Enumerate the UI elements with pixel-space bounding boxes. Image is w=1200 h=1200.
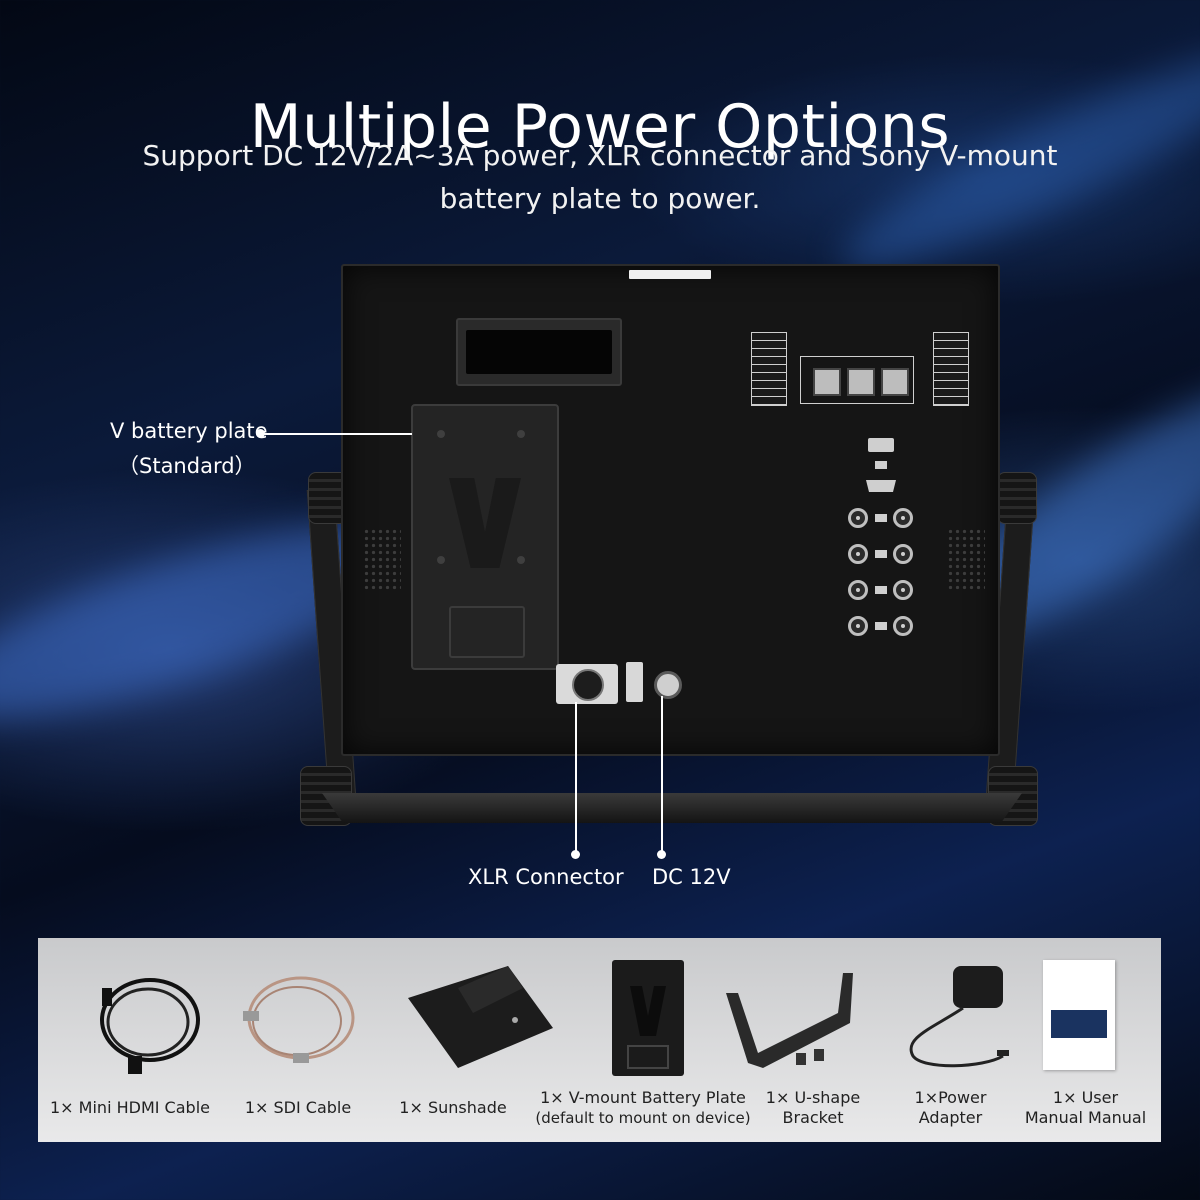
dc-in-label-plate xyxy=(626,662,643,702)
sdi-out-3-port[interactable] xyxy=(893,580,913,600)
dc-12v-jack[interactable] xyxy=(654,671,682,699)
v-mount-plate-icon xyxy=(612,960,684,1076)
usb-upgrade-port[interactable] xyxy=(868,438,894,452)
tilt-knob-right-top[interactable] xyxy=(997,472,1037,524)
sdi-cable-icon xyxy=(243,976,355,1063)
callout-line xyxy=(661,696,663,852)
callout-xlr-connector: XLR Connector xyxy=(468,865,624,889)
callout-dot xyxy=(256,429,265,438)
callout-dot xyxy=(571,850,580,859)
gpi-pin-table xyxy=(933,332,969,406)
accessory-caption-adapter: 1×Power Adapter xyxy=(914,1088,987,1127)
stand-base-bar xyxy=(322,793,1022,823)
v-lock-groove xyxy=(449,478,521,568)
accessory-caption-sunshade: 1× Sunshade xyxy=(399,1098,507,1117)
sdi-in-3-port[interactable] xyxy=(848,580,868,600)
user-manual-icon xyxy=(1043,960,1115,1070)
accessory-caption-vmount: 1× V-mount Battery Plate (default to mou… xyxy=(535,1088,751,1127)
sdi-in-4-port[interactable] xyxy=(848,616,868,636)
hdmi-in-port[interactable] xyxy=(866,480,896,492)
u-shape-bracket-icon xyxy=(726,973,853,1068)
rj45-port-group xyxy=(800,356,914,404)
rj45-gpi-port[interactable] xyxy=(881,368,909,396)
callout-v-battery-plate-note: （Standard） xyxy=(118,454,256,478)
accessory-caption-hdmi: 1× Mini HDMI Cable xyxy=(50,1098,210,1117)
monitor-back-panel xyxy=(341,264,1000,756)
power-adapter-icon xyxy=(909,966,1009,1068)
rs485-pin-table xyxy=(751,332,787,406)
sdi-out-2-port[interactable] xyxy=(893,544,913,564)
callout-dot xyxy=(657,850,666,859)
sunshade-icon xyxy=(408,966,553,1068)
hdmi-switch[interactable] xyxy=(875,461,887,469)
carry-handle[interactable] xyxy=(456,318,622,386)
v-mount-battery-plate xyxy=(411,404,559,670)
top-slot xyxy=(629,270,711,279)
mini-hdmi-cable-icon xyxy=(100,978,200,1074)
rj45-out-port[interactable] xyxy=(813,368,841,396)
accessories-panel: 1× Mini HDMI Cable 1× SDI Cable 1× Sunsh… xyxy=(38,938,1161,1142)
page-title: Multiple Power Options xyxy=(249,92,951,163)
callout-dc-12v: DC 12V xyxy=(652,865,731,889)
callout-line xyxy=(262,433,412,435)
sdi-in-1-port[interactable] xyxy=(848,508,868,528)
callout-v-battery-plate: V battery plate xyxy=(110,419,268,443)
page-subtitle: Support DC 12V/2A~3A power, XLR connecto… xyxy=(142,139,1058,215)
rj45-in-port[interactable] xyxy=(847,368,875,396)
callout-line xyxy=(575,702,577,852)
accessory-caption-manual: 1× User Manual Manual xyxy=(1024,1088,1147,1127)
battery-latch[interactable] xyxy=(449,606,525,658)
sdi-out-4-port[interactable] xyxy=(893,616,913,636)
xlr-power-connector[interactable] xyxy=(556,664,618,704)
accessory-caption-bracket: 1× U-shape Bracket xyxy=(765,1088,861,1127)
speaker-grille-right xyxy=(947,528,985,590)
sdi-in-2-port[interactable] xyxy=(848,544,868,564)
speaker-grille-left xyxy=(363,528,401,590)
sdi-out-1-port[interactable] xyxy=(893,508,913,528)
accessory-caption-sdi: 1× SDI Cable xyxy=(244,1098,352,1117)
